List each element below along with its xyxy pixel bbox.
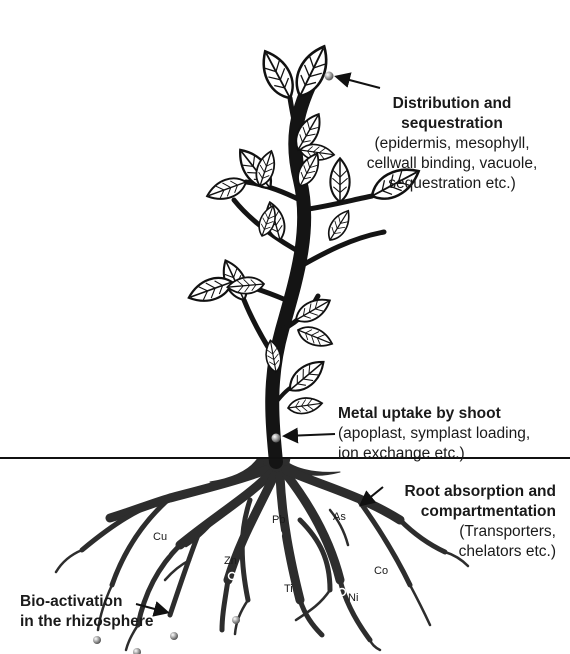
shoot-label: Metal uptake by shoot (apoplast, symplas…: [338, 404, 566, 464]
metal-symbol-co: Co: [374, 565, 388, 577]
root-label: Root absorption and compartmentation (Tr…: [380, 482, 556, 562]
metal-particle: [93, 636, 101, 644]
shoot-arrow: [286, 434, 335, 436]
metal-particle: [170, 632, 178, 640]
metal-particle: [133, 648, 141, 654]
rhizosphere-label: Bio-activation in the rhizosphere: [20, 592, 170, 632]
metal-symbol-ti: Ti: [284, 583, 293, 595]
shoot-detail-2: ion exchange etc.): [338, 444, 566, 464]
shoot-detail-1: (apoplast, symplast loading,: [338, 424, 566, 444]
metal-particle: [272, 434, 281, 443]
distribution-detail-2: cellwall binding, vacuole,: [348, 154, 556, 174]
metal-symbol-zn: Zn: [224, 555, 237, 567]
rhizosphere-title-1: Bio-activation: [20, 592, 170, 612]
root-title-1: Root absorption and: [380, 482, 556, 502]
distribution-title-2: sequestration: [348, 114, 556, 134]
distribution-detail-1: (epidermis, mesophyll,: [348, 134, 556, 154]
metal-symbol-cu: Cu: [153, 531, 167, 543]
distribution-label: Distribution and sequestration (epidermi…: [348, 94, 556, 194]
metal-symbol-as: As: [333, 511, 346, 523]
shoot-title: Metal uptake by shoot: [338, 404, 566, 424]
distribution-arrow: [338, 77, 380, 88]
root-detail-2: chelators etc.): [380, 542, 556, 562]
metal-particle: [325, 72, 334, 81]
metal-particle: [232, 616, 240, 624]
distribution-detail-3: sequestration etc.): [348, 174, 556, 194]
root-title-2: compartmentation: [380, 502, 556, 522]
root-detail-1: (Transporters,: [380, 522, 556, 542]
rhizosphere-title-2: in the rhizosphere: [20, 612, 170, 632]
metal-symbol-pb: Pb: [272, 514, 285, 526]
distribution-title-1: Distribution and: [348, 94, 556, 114]
metal-symbol-ni: Ni: [348, 592, 358, 604]
